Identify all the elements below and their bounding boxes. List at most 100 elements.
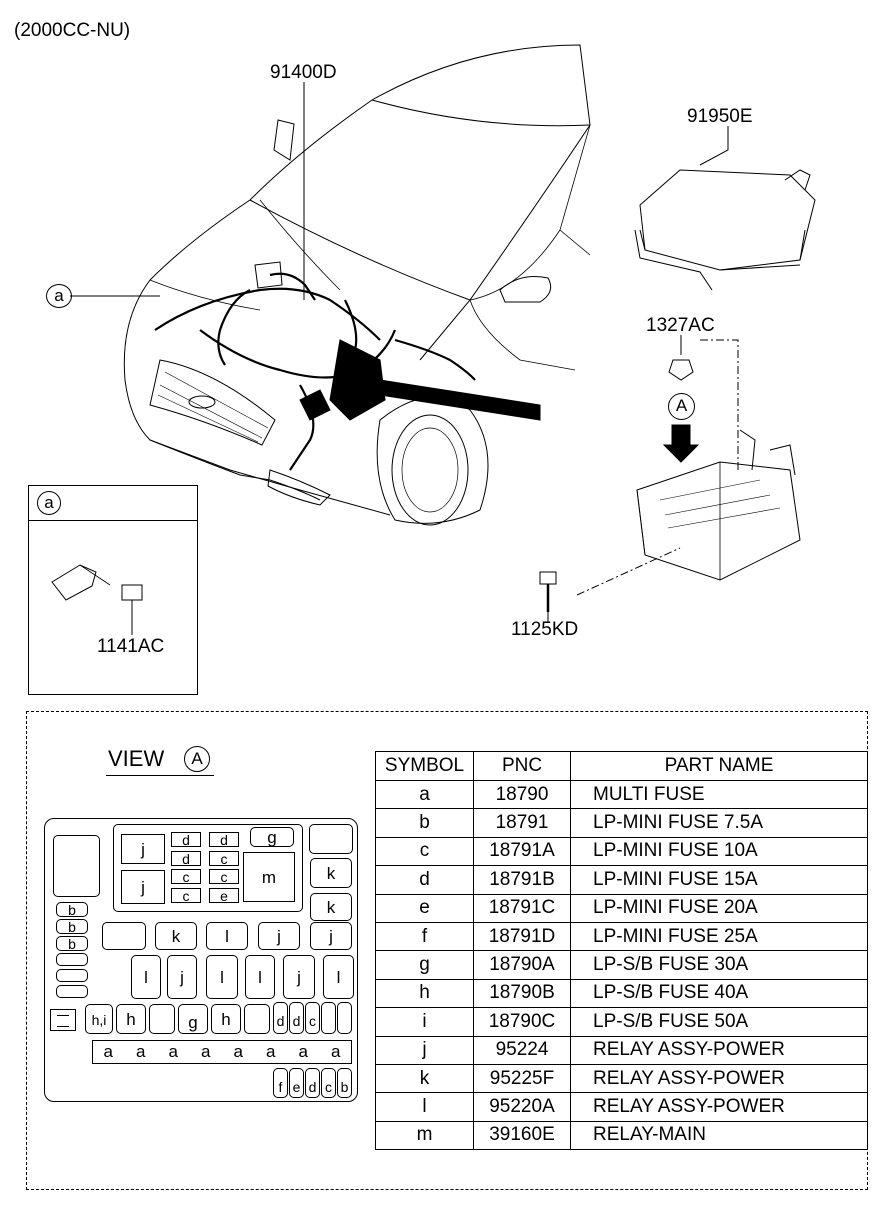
cell-symbol: l	[375, 1092, 474, 1122]
relay-k: k	[310, 893, 352, 921]
relay-slot	[102, 922, 146, 950]
callout-cover: 91950E	[687, 106, 753, 127]
fuse-b: b	[56, 936, 88, 951]
fuse-c: c	[209, 869, 239, 884]
detail-a-box: a 1141AC	[28, 485, 198, 695]
relay-l: l	[323, 955, 354, 999]
cell-symbol: b	[375, 808, 474, 838]
cell-pnc: 95225F	[473, 1063, 571, 1094]
cell-part-name: LP-S/B FUSE 40A	[570, 978, 868, 1009]
fuse-slot	[244, 1004, 270, 1034]
cell-symbol: j	[375, 1035, 474, 1065]
multi-fuse-strip	[92, 1040, 352, 1064]
relay-j: j	[258, 922, 300, 950]
cell-part-name: MULTI FUSE	[570, 779, 868, 810]
view-ref-circle: A	[668, 393, 695, 420]
detail-a-circle: a	[37, 491, 61, 515]
cell-symbol: k	[375, 1063, 474, 1094]
fuse-slot	[56, 985, 88, 998]
callout-harness: 91400D	[270, 62, 337, 83]
relay-j: j	[310, 922, 352, 950]
cell-pnc: 95224	[473, 1035, 571, 1065]
relay-k: k	[310, 858, 352, 888]
header-symbol: SYMBOL	[375, 751, 474, 781]
cell-part-name: LP-MINI FUSE 25A	[570, 921, 868, 952]
fuse-a: a	[266, 1042, 276, 1061]
fuse-h: h	[116, 1004, 146, 1034]
cell-symbol: d	[375, 865, 474, 895]
fuse-a: a	[298, 1042, 308, 1061]
table-header-row: SYMBOL PNC PART NAME	[375, 751, 868, 781]
view-title-underline	[106, 775, 214, 776]
cell-pnc: 18791D	[473, 921, 571, 952]
cell-part-name: LP-S/B FUSE 30A	[570, 950, 868, 980]
relay-k: k	[155, 922, 197, 950]
cell-symbol: f	[375, 921, 474, 952]
fuse-d: d	[289, 1002, 304, 1034]
fuse-c: c	[171, 888, 201, 903]
cell-pnc: 18791	[473, 808, 571, 838]
fuse-f: f	[273, 1068, 288, 1098]
cell-pnc: 18790B	[473, 978, 571, 1009]
fuse-j: j	[121, 834, 165, 864]
cell-pnc: 95220A	[473, 1092, 571, 1122]
fuse-d: d	[209, 832, 239, 847]
cell-pnc: 18791A	[473, 836, 571, 867]
engine-label: (2000CC-NU)	[14, 20, 131, 41]
cell-pnc: 18791B	[473, 865, 571, 895]
fuse-slot	[337, 1002, 352, 1034]
fusebox-block	[53, 835, 100, 897]
cell-symbol: e	[375, 893, 474, 923]
cell-part-name: LP-MINI FUSE 10A	[570, 836, 868, 867]
relay-l: l	[131, 955, 161, 999]
multi-fuse-row: a a a a a a a a	[92, 1042, 352, 1064]
fuse-h: h	[211, 1004, 241, 1034]
view-panel	[26, 711, 868, 1190]
fuse-d: d	[171, 832, 201, 847]
callout-detail-bolt: 1141AC	[97, 636, 165, 657]
fuse-e: e	[289, 1068, 304, 1098]
fuse-c: c	[305, 1002, 320, 1034]
relay-m: m	[243, 852, 295, 902]
fuse-c: c	[321, 1068, 336, 1098]
fuse-g: g	[178, 1004, 208, 1034]
cell-part-name: RELAY ASSY-POWER	[570, 1092, 868, 1122]
cell-symbol: i	[375, 1007, 474, 1037]
connector-icon	[50, 1009, 76, 1031]
cell-pnc: 18790A	[473, 950, 571, 980]
cell-part-name: LP-MINI FUSE 15A	[570, 865, 868, 895]
cell-part-name: LP-MINI FUSE 20A	[570, 893, 868, 923]
fuse-b: b	[337, 1068, 352, 1098]
cell-part-name: RELAY-MAIN	[570, 1120, 868, 1151]
fusebox-outline	[44, 818, 358, 1102]
cell-pnc: 39160E	[473, 1120, 571, 1151]
view-title: VIEW	[108, 746, 165, 771]
ref-a-label: a	[54, 286, 64, 305]
cell-part-name: RELAY ASSY-POWER	[570, 1063, 868, 1094]
cell-symbol: g	[375, 950, 474, 980]
fuse-d: d	[171, 851, 201, 866]
view-ref-label: A	[675, 396, 688, 415]
fusebox-block	[309, 824, 353, 854]
cell-pnc: 18790	[473, 779, 571, 810]
relay-j: j	[283, 955, 315, 999]
fuse-a: a	[233, 1042, 243, 1061]
callout-bolt: 1125KD	[511, 619, 579, 640]
relay-l: l	[206, 922, 248, 950]
header-part-name: PART NAME	[570, 751, 868, 781]
cell-part-name: RELAY ASSY-POWER	[570, 1035, 868, 1065]
fuse-d: d	[305, 1068, 320, 1098]
fuse-j: j	[121, 870, 165, 904]
cell-symbol: c	[375, 836, 474, 867]
